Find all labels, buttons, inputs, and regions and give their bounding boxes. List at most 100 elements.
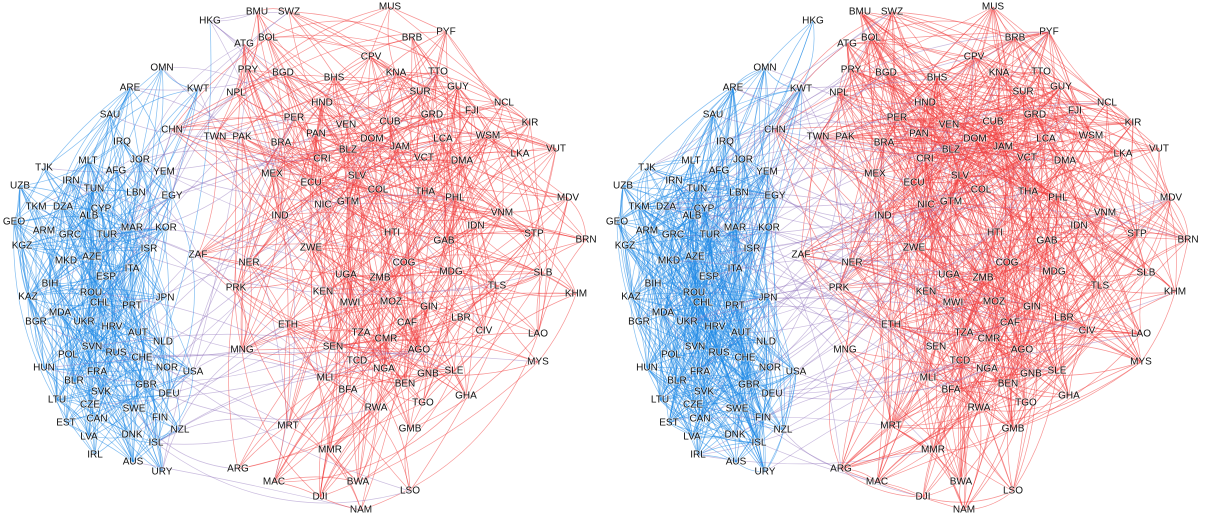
edge-BIH-ROU [49, 283, 92, 294]
edge-NGA-TGO [986, 368, 1027, 404]
node-label-gmb: GMB [399, 424, 422, 435]
edge-SUR-DOM [371, 91, 421, 140]
edge-ZAF-ETH [800, 254, 892, 326]
edge-GIN-LSO [1012, 306, 1038, 492]
node-label-mlt: MLT [681, 156, 700, 167]
edge-BRA-COL [280, 142, 379, 191]
edge-BGD-PER [885, 72, 898, 119]
edge-VUT-LSO [409, 148, 557, 492]
edge-COL-MNG [241, 189, 379, 351]
edge-HKG-NLD [162, 20, 212, 343]
edge-TZA-SLE [963, 332, 1058, 372]
edge-GEO-DZA [13, 206, 64, 223]
edge-BRN-CIV [1086, 239, 1189, 332]
edge-KGZ-AZE [21, 244, 93, 258]
edge-ECU-CMR [913, 182, 990, 340]
edge-JOR-ECU [139, 150, 312, 184]
edge-SEN-LSO [332, 346, 411, 492]
edge-CZE-AUS [692, 404, 737, 463]
node-label-dom: DOM [360, 134, 383, 145]
edge-MMR-MAC [876, 449, 934, 483]
edge-PHL-COG [1006, 197, 1059, 264]
edge-PER-BRA [280, 117, 295, 144]
edge-ATG-NPL [838, 43, 849, 94]
edge-YEM-PHL [163, 171, 456, 205]
edge-PER-DEU [168, 117, 295, 395]
edge-NPL-PAK [837, 92, 846, 138]
edge-BFA-DJI [922, 389, 952, 498]
edge-BRA-MRT [877, 142, 892, 427]
node-label-pry: PRY [238, 65, 259, 76]
edge-FRA-LVA [88, 371, 98, 438]
edge-NPL-VEN [235, 92, 347, 126]
edge-GUY-HND [321, 86, 459, 104]
edge-UZB-HUN [622, 185, 650, 369]
edge-SWZ-KWT [197, 11, 290, 90]
edge-VCT-DMA [1026, 154, 1066, 162]
edge-HKG-KOR [761, 20, 814, 229]
edge-CYP-NLD [703, 208, 767, 343]
edge-SLV-NIC [925, 175, 961, 206]
edge-NER-CAF [851, 262, 1011, 324]
edge-MAR-BLR [676, 227, 736, 382]
edge-OMN-EGY [759, 67, 776, 197]
edge-TTO-WSM [1040, 71, 1092, 137]
node-label-afg: AFG [106, 166, 127, 177]
edge-RWA-BWA [357, 407, 377, 483]
node-label-eth: ETH [881, 320, 901, 331]
edge-layer [13, 6, 587, 511]
edge-CAF-MAC [273, 322, 408, 483]
node-label-bra: BRA [271, 138, 292, 149]
edge-KIR-PHL [454, 122, 531, 199]
edge-GIN-LAO [428, 306, 539, 335]
edge-AUT-CHE [137, 332, 144, 359]
edge-HUN-DNK [646, 367, 736, 436]
edge-DZA-IND [665, 193, 884, 217]
node-label-sle: SLE [1048, 366, 1067, 377]
edge-LTU-CAN [56, 399, 98, 420]
edge-MKD-KAZ [630, 260, 670, 298]
edge-VUT-GAB [443, 148, 557, 242]
edge-EGY-POL [67, 195, 173, 356]
edge-LSO-DJI [922, 490, 1014, 503]
node-label-twn: TWN [807, 132, 830, 143]
edge-KOR-ARG [768, 227, 842, 470]
node-label-aut: AUT [731, 328, 751, 339]
edge-DNK-AUS [734, 434, 737, 463]
edge-COG-MDG [403, 262, 452, 273]
node-label-mmr: MMR [921, 445, 945, 456]
edge-MEX-ECU [874, 173, 915, 184]
edge-PRY-PAN [850, 69, 920, 135]
edge-TKM-CYP [638, 201, 705, 210]
edge-HKG-BRA [209, 20, 282, 144]
node-label-nam: NAM [350, 505, 372, 516]
edge-PAN-ZWE [300, 133, 317, 249]
edge-MKD-ROU [65, 260, 92, 294]
edge-UKR-DNK [83, 321, 133, 436]
edge-VEN-BRA [883, 124, 950, 144]
edge-TUN-KGZ [624, 188, 698, 247]
node-label-nga: NGA [976, 364, 998, 375]
edge-ZWE-TLS [310, 247, 498, 287]
edge-LKA-GAB [443, 153, 521, 242]
edge-KIR-STP [1131, 122, 1138, 235]
node-label-tto: TTO [428, 67, 448, 78]
edge-BIH-KAZ [27, 283, 51, 298]
edge-KWT-MLT [690, 88, 802, 162]
edge-UKR-SWE [686, 321, 738, 410]
node-label-pyf: PYF [436, 27, 455, 38]
edge-TWN-ZAF [197, 136, 217, 256]
node-label-fra: FRA [87, 367, 107, 378]
edge-VUT-SLE [1056, 148, 1160, 372]
node-label-bwa: BWA [950, 477, 973, 488]
edge-GAB-COG [403, 240, 445, 264]
edge-SLE-FIN [762, 367, 1058, 419]
node-label-che: CHE [734, 353, 755, 364]
edge-JOR-PRT [131, 159, 152, 307]
edge-CUB-MDV [992, 121, 1172, 199]
edge-CHE-ISL [744, 357, 760, 444]
edge-CHE-NOR [744, 357, 771, 369]
edge-PRK-NGA [235, 287, 385, 370]
node-label-col: COL [971, 185, 992, 196]
edge-KNA-NCL [395, 72, 505, 104]
